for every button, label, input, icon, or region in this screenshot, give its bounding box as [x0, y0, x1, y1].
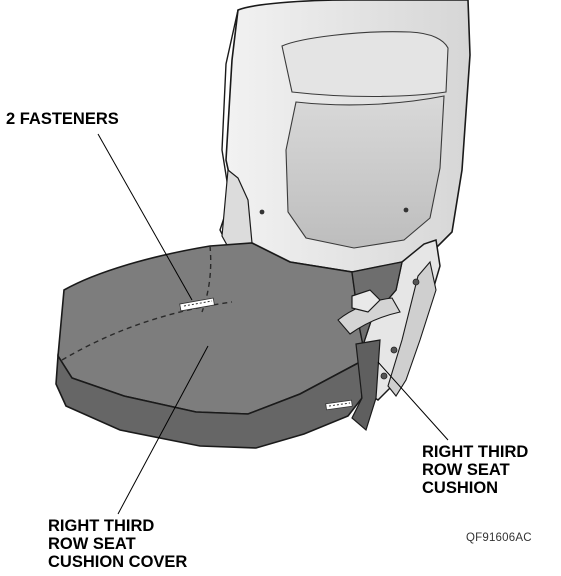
fastener-lower-teeth	[328, 402, 351, 407]
buckle-strap	[337, 297, 401, 335]
callout-cushion-cover-line-1: RIGHT THIRD	[48, 517, 155, 535]
callout-seat-cushion-line-2: ROW SEAT	[422, 461, 510, 479]
buckle-latch	[351, 289, 381, 313]
seatback-lower-panel	[285, 95, 445, 249]
seatback-bolt-left	[259, 209, 265, 215]
side-bracket	[359, 239, 441, 401]
callout-cushion-cover: RIGHT THIRD ROW SEAT CUSHION COVER	[48, 517, 187, 571]
callout-fasteners-line-1: 2 FASTENERS	[6, 110, 119, 128]
leader-seat-cushion	[377, 361, 449, 441]
leader-fasteners	[97, 133, 193, 301]
cushion-front-face	[55, 353, 363, 449]
callout-seat-cushion-line-3: CUSHION	[422, 479, 499, 497]
leader-lines	[97, 133, 449, 515]
cushion-side-cover	[351, 339, 381, 432]
callout-seat-cushion-line-1: RIGHT THIRD	[422, 443, 529, 461]
seat-cushion	[55, 242, 403, 449]
seat-belt-buckle	[337, 289, 401, 335]
hinge-bolt-lower	[380, 372, 388, 380]
seatback-bolt-right	[403, 207, 409, 213]
seatback-upper-panel	[281, 31, 449, 98]
leader-cushion-cover	[117, 345, 209, 515]
hinge-bolt-middle	[390, 346, 398, 354]
side-bracket-outer	[387, 260, 437, 397]
seatback	[219, 0, 471, 273]
callout-fasteners: 2 FASTENERS	[6, 110, 119, 128]
callout-cushion-cover-line-3: CUSHION COVER	[48, 553, 188, 571]
fastener-lower	[325, 399, 353, 411]
figure-code: QF91606AC	[466, 532, 532, 544]
fastener-upper	[179, 297, 215, 312]
callout-seat-cushion: RIGHT THIRD ROW SEAT CUSHION	[422, 443, 528, 497]
fastener-upper-teeth	[183, 300, 213, 307]
cushion-seam-front	[61, 301, 233, 361]
callout-cushion-cover-line-2: ROW SEAT	[48, 535, 136, 553]
hinge-bolt-upper	[412, 278, 420, 286]
